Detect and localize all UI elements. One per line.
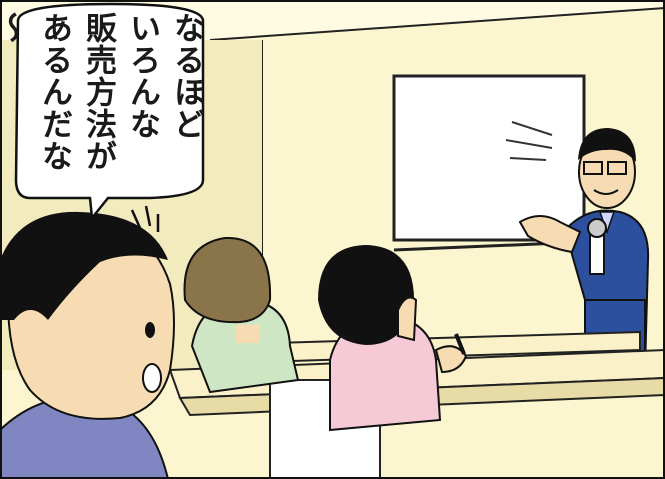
speech-bubble-text: なるほど いろんな 販売方法が あるんだな～ <box>0 12 208 192</box>
emphasis-lines <box>505 121 553 161</box>
student-green-icon <box>183 236 300 394</box>
whiteboard-icon <box>392 74 586 242</box>
speech-line: 販売方法が <box>80 12 116 172</box>
speech-bubble-icon <box>14 2 205 222</box>
speech-line: いろんな <box>124 12 160 140</box>
ceiling-edge <box>209 7 665 41</box>
speech-line: あるんだな～ <box>0 12 72 172</box>
listener-icon <box>0 211 175 479</box>
pen-icon <box>454 333 466 355</box>
speech-line: なるほど <box>168 12 204 140</box>
student-pink-icon <box>318 245 468 432</box>
surprise-marks <box>130 205 160 232</box>
